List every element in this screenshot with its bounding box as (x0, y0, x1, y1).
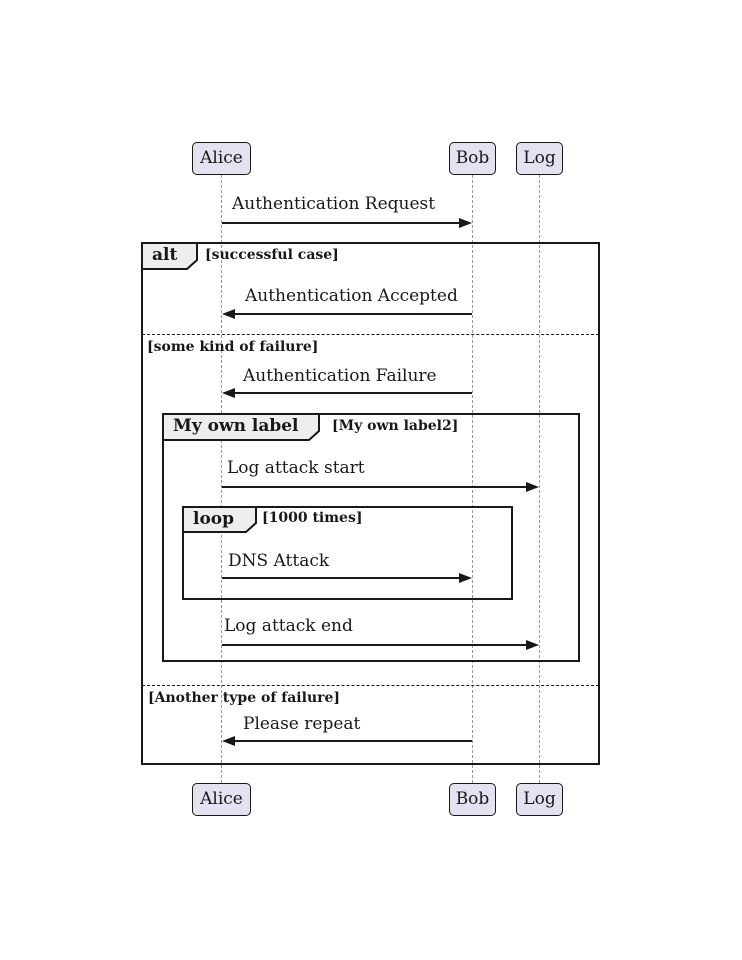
frame-group-my-own-label (162, 413, 580, 662)
frame-alt (141, 242, 600, 765)
pentagon-shape-icon (162, 413, 320, 441)
frame-loop (182, 506, 513, 600)
message-label: Authentication Request (232, 194, 436, 214)
arrowhead-right-icon (459, 573, 472, 583)
guard-another-type-of-failure: [Another type of failure] (148, 690, 341, 706)
participant-label: Alice (200, 789, 243, 809)
guard-my-own-label2: [My own label2] (332, 418, 459, 434)
frame-alt-label: alt (141, 242, 199, 271)
participant-alice-bottom: Alice (192, 783, 251, 816)
message-label: Please repeat (243, 714, 361, 734)
participant-log-bottom: Log (516, 783, 563, 816)
participant-bob-top: Bob (449, 142, 496, 175)
pentagon-shape-icon (141, 242, 198, 270)
frame-loop-label: loop (182, 506, 258, 534)
lifeline-log (539, 175, 540, 783)
arrowhead-right-icon (526, 482, 539, 492)
message-arrow (222, 222, 460, 224)
message-arrow (235, 313, 472, 315)
participant-label: Bob (455, 789, 490, 809)
message-arrow (222, 486, 527, 488)
message-label: DNS Attack (228, 551, 330, 571)
frame-group-label: My own label (162, 413, 321, 442)
guard-successful-case: [successful case] (205, 247, 339, 263)
participant-alice-top: Alice (192, 142, 251, 175)
participant-log-top: Log (516, 142, 563, 175)
message-label: Authentication Failure (243, 366, 437, 386)
pentagon-shape-icon (182, 506, 257, 533)
message-label: Log attack start (227, 458, 365, 478)
lifeline-bob (472, 175, 473, 783)
group-operator-text: My own label (173, 416, 299, 436)
guard-1000-times: [1000 times] (262, 510, 363, 526)
alt-operator-text: alt (152, 245, 178, 265)
arrowhead-left-icon (222, 388, 235, 398)
participant-label: Alice (200, 148, 243, 168)
message-label: Authentication Accepted (245, 286, 458, 306)
message-label: Log attack end (224, 616, 353, 636)
guard-some-kind-of-failure: [some kind of failure] (147, 339, 319, 355)
participant-label: Log (523, 789, 556, 809)
participant-bob-bottom: Bob (449, 783, 496, 816)
participant-label: Bob (455, 148, 490, 168)
alt-else-divider-2 (142, 685, 599, 686)
arrowhead-right-icon (526, 640, 539, 650)
arrowhead-left-icon (222, 736, 235, 746)
participant-label: Log (523, 148, 556, 168)
message-arrow (235, 392, 472, 394)
message-arrow (222, 577, 460, 579)
arrowhead-left-icon (222, 309, 235, 319)
alt-else-divider-1 (142, 334, 599, 335)
lifeline-alice (221, 175, 222, 783)
message-arrow (235, 740, 472, 742)
arrowhead-right-icon (459, 218, 472, 228)
loop-operator-text: loop (193, 509, 235, 529)
message-arrow (222, 644, 527, 646)
